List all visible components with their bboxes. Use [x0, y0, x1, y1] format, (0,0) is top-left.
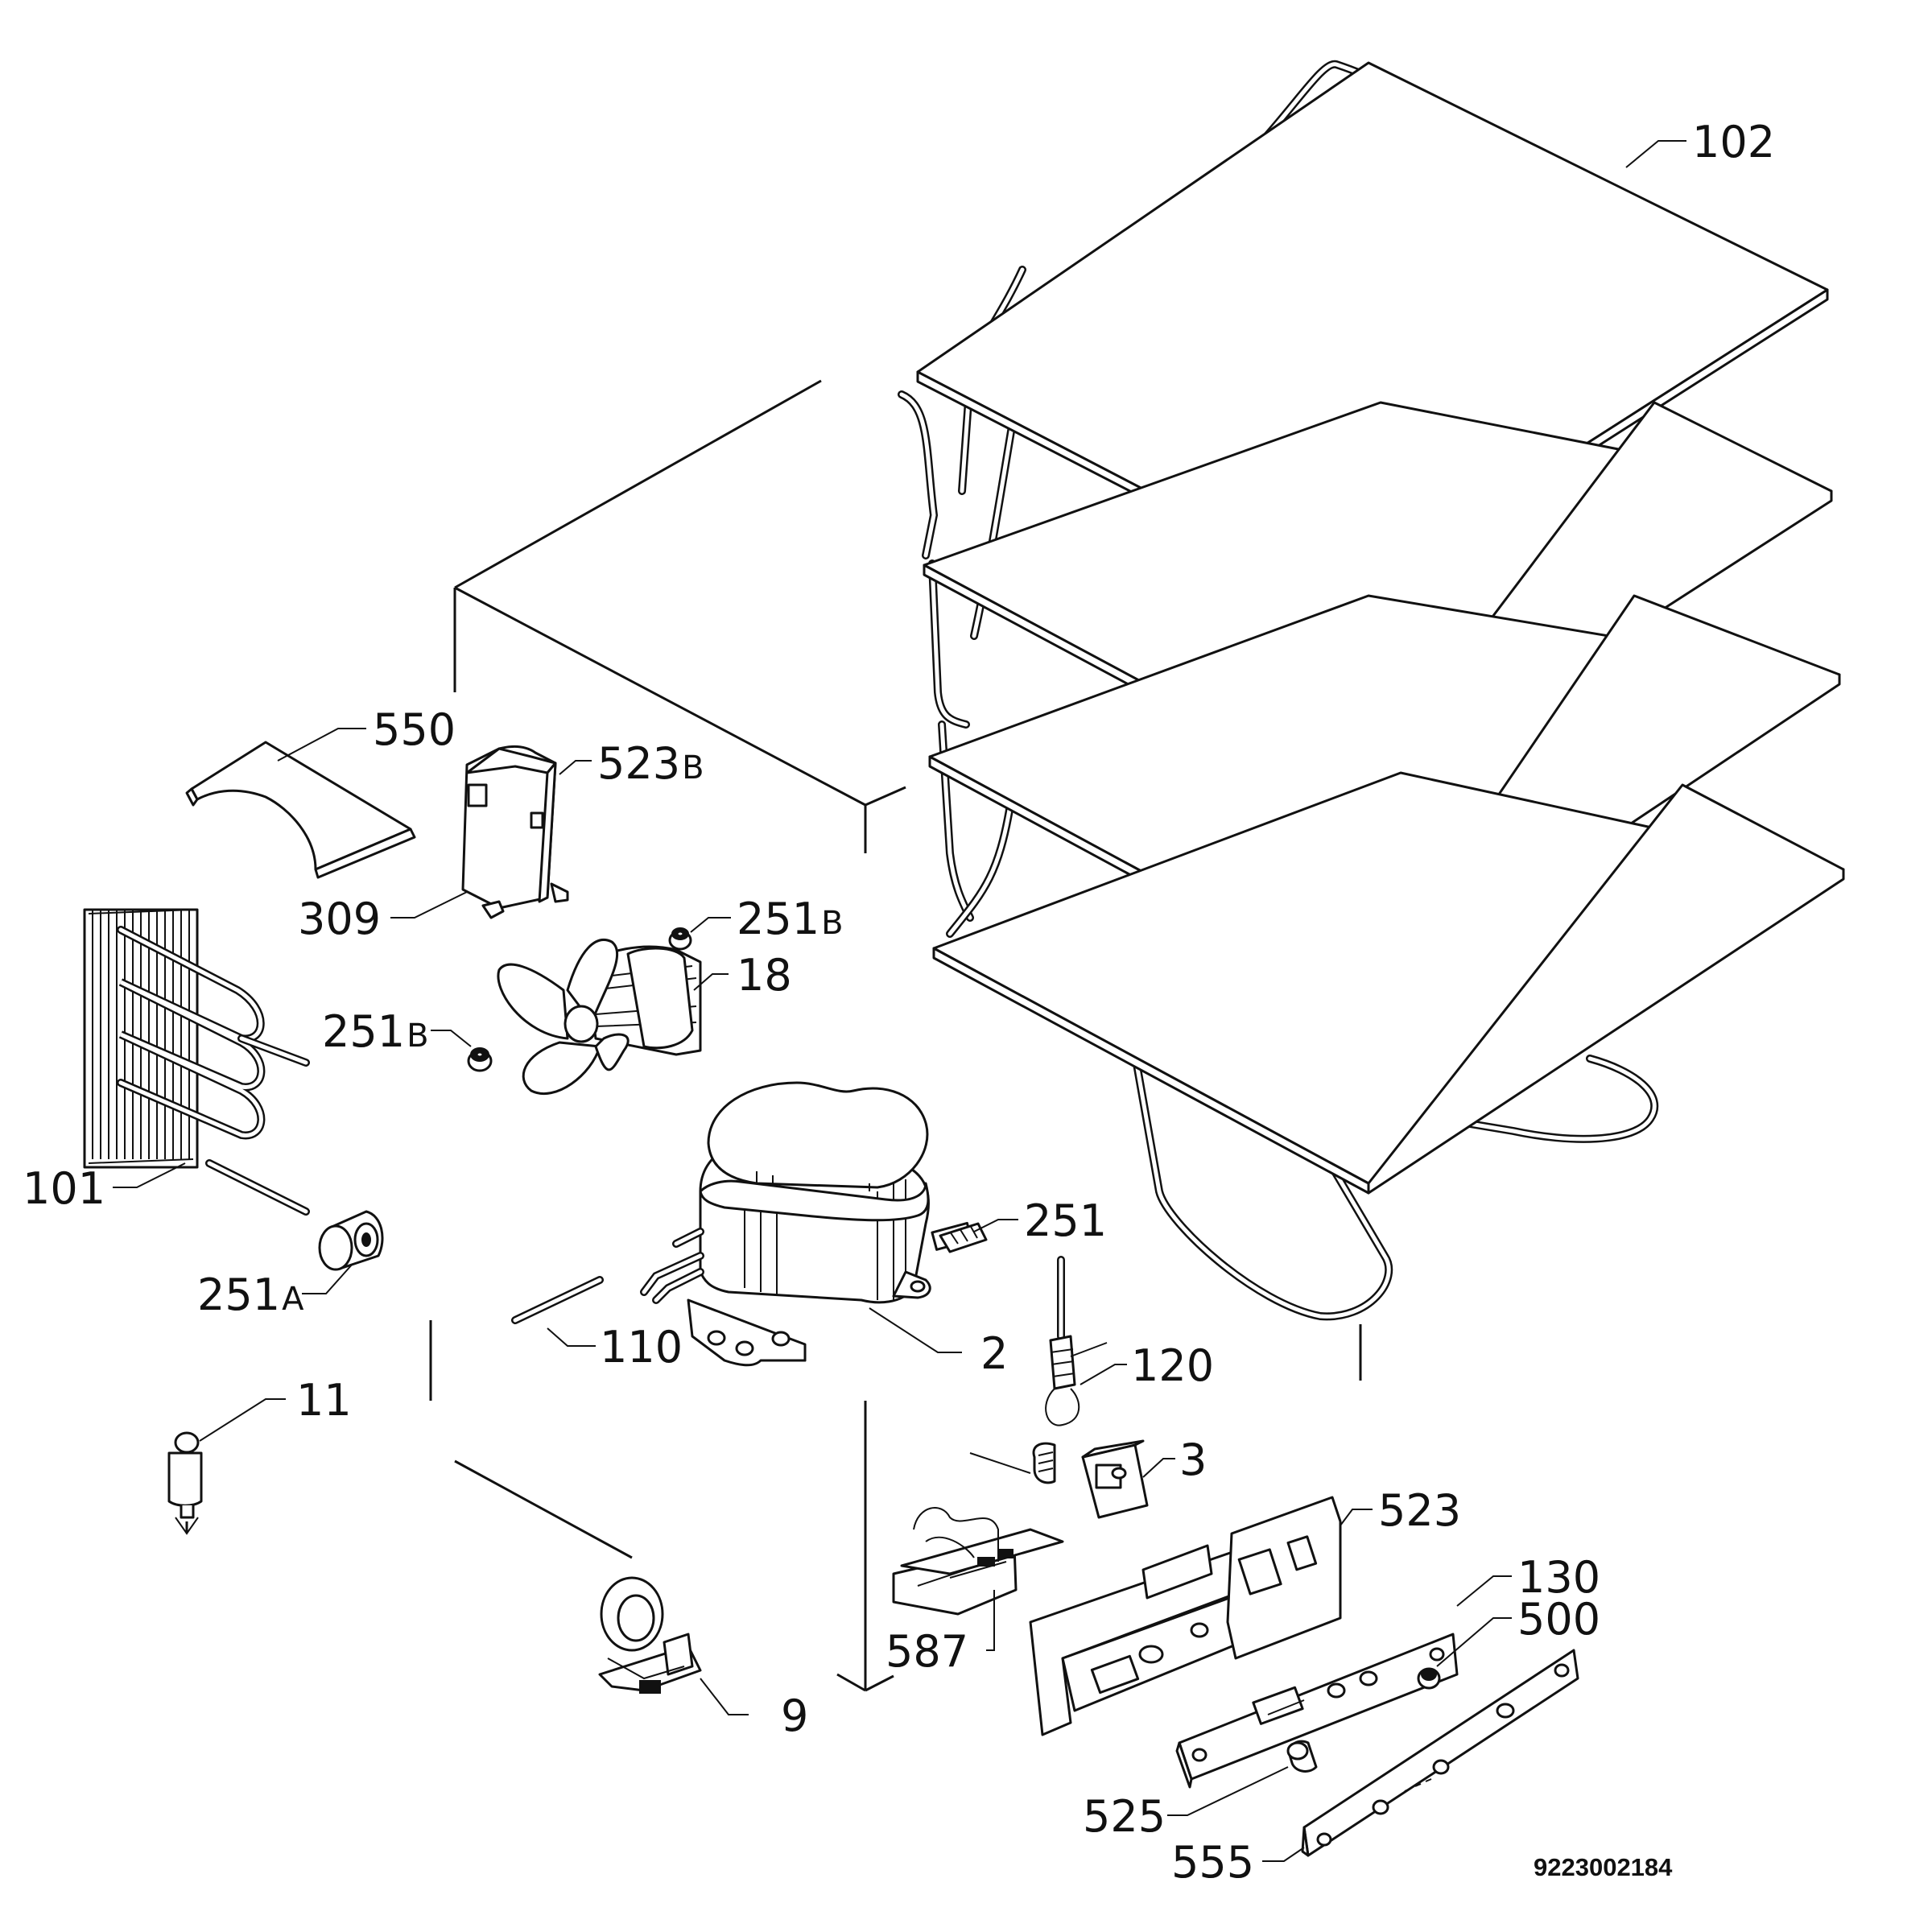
tube-110 — [511, 1276, 604, 1324]
label-251b-left: 251B — [322, 1006, 429, 1057]
label-2: 2 — [980, 1328, 1008, 1379]
label-251: 251 — [1024, 1195, 1107, 1246]
grommet-251a — [318, 1210, 384, 1271]
label-555: 555 — [1171, 1837, 1254, 1888]
shelf-102 — [916, 61, 1845, 1195]
cover-550 — [185, 741, 416, 879]
label-120: 120 — [1131, 1340, 1214, 1391]
thermostat-120 — [1045, 1256, 1108, 1426]
compressor-2 — [640, 1081, 973, 1367]
knob-500 — [1417, 1667, 1441, 1690]
holder-9 — [598, 1576, 702, 1694]
diagram-code: 9223002184 — [1534, 1853, 1673, 1881]
capacitor-11 — [167, 1431, 203, 1535]
label-523: 523 — [1378, 1485, 1461, 1536]
part-labels: 102 550 523B 309 251B 18 251B 101 251 25… — [23, 117, 1775, 1888]
nut-251b-left — [467, 1047, 493, 1072]
panel-130 — [1175, 1633, 1459, 1789]
pcb-587 — [892, 1507, 1064, 1616]
label-18: 18 — [737, 950, 792, 1001]
cabinet-outline — [429, 379, 1362, 1692]
label-3: 3 — [1179, 1435, 1207, 1485]
label-550: 550 — [373, 704, 456, 755]
label-587: 587 — [886, 1626, 968, 1677]
label-110: 110 — [600, 1322, 683, 1373]
condenser-101 — [83, 908, 310, 1216]
label-11: 11 — [296, 1375, 352, 1426]
relay-cover-523b — [461, 745, 569, 919]
thermostat-control-3 — [969, 1439, 1149, 1519]
nut-251b-top — [668, 927, 692, 951]
label-101: 101 — [23, 1163, 105, 1214]
label-500: 500 — [1517, 1594, 1600, 1645]
fan-motor-18 — [497, 939, 702, 1096]
leader-lines — [113, 140, 1686, 1862]
label-525: 525 — [1083, 1791, 1166, 1842]
label-130: 130 — [1517, 1552, 1600, 1603]
label-523b: 523B — [597, 738, 704, 789]
label-251b-top: 251B — [737, 894, 844, 944]
front-panel-555 — [1301, 1649, 1579, 1857]
label-102: 102 — [1692, 117, 1775, 167]
label-9: 9 — [781, 1690, 808, 1741]
label-251a: 251A — [197, 1269, 304, 1320]
housing-523 — [1029, 1496, 1342, 1736]
button-525 — [1286, 1740, 1318, 1773]
label-309: 309 — [298, 894, 381, 944]
